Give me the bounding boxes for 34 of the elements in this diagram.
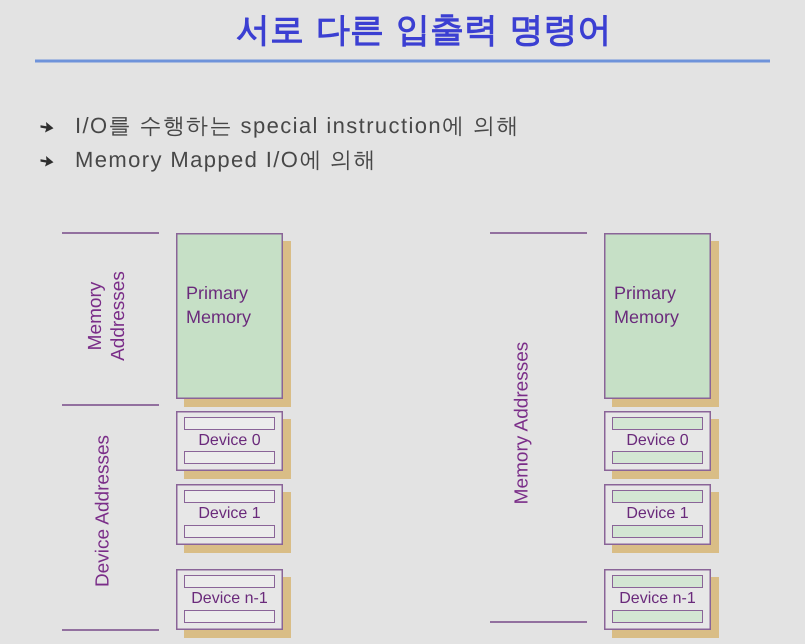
box-label: Device n-1 xyxy=(190,589,269,608)
box-label: Primary Memory xyxy=(614,282,680,329)
axis-label: Memory Addresses xyxy=(84,270,130,363)
box-label: Device 1 xyxy=(197,504,262,523)
box-label: Primary Memory xyxy=(186,282,252,329)
slot-bar xyxy=(612,490,703,503)
bullet-text: I/O를 수행하는 special instruction에 의해 xyxy=(75,113,520,139)
memory-box xyxy=(604,233,719,407)
box-label: Device 0 xyxy=(625,431,690,450)
slot-bar xyxy=(612,575,703,588)
axis-label: Memory Addresses xyxy=(510,342,534,504)
axis-label: Device Addresses xyxy=(92,434,114,588)
slot-bar xyxy=(612,525,703,538)
slot-bar xyxy=(612,417,703,430)
box-label: Device n-1 xyxy=(618,589,697,608)
slot-bar xyxy=(184,451,275,464)
slot-bar xyxy=(184,575,275,588)
bullet-text: Memory Mapped I/O에 의해 xyxy=(75,147,378,173)
device-box xyxy=(176,569,291,638)
slot-bar xyxy=(184,525,275,538)
slot-bar xyxy=(184,490,275,503)
device-box xyxy=(604,569,719,638)
slot-bar xyxy=(184,417,275,430)
slot-bar xyxy=(612,451,703,464)
slot-bar xyxy=(612,610,703,623)
slot-bar xyxy=(184,610,275,623)
device-box xyxy=(176,484,291,553)
device-box xyxy=(604,484,719,553)
slide-title: 서로 다른 입출력 명령어 xyxy=(236,9,612,52)
device-box xyxy=(176,411,291,479)
box-label: Device 0 xyxy=(197,431,262,450)
memory-box xyxy=(176,233,291,407)
device-box xyxy=(604,411,719,479)
box-label: Device 1 xyxy=(625,504,690,523)
